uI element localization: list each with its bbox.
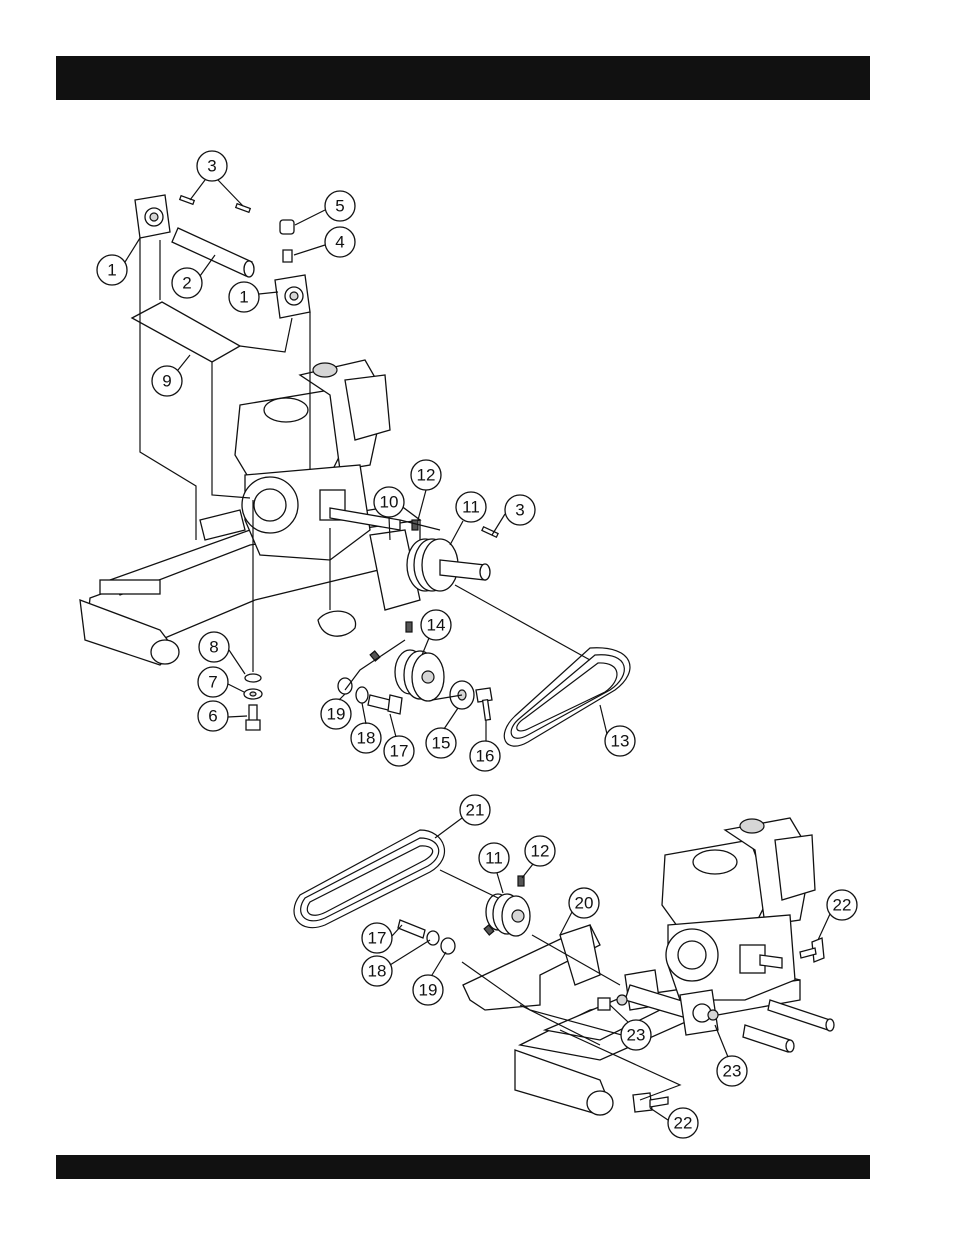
svg-text:13: 13 xyxy=(611,732,630,751)
upper-assembly xyxy=(80,195,630,746)
callout-21: 21 xyxy=(460,795,490,825)
callout-3a: 3 xyxy=(197,151,227,181)
callout-9: 9 xyxy=(152,366,182,396)
callout-14: 14 xyxy=(421,610,451,640)
callout-19a: 19 xyxy=(321,699,351,729)
svg-text:19: 19 xyxy=(419,981,438,1000)
callout-18a: 18 xyxy=(351,723,381,753)
callout-20: 20 xyxy=(569,888,599,918)
callout-5: 5 xyxy=(325,191,355,221)
callout-7: 7 xyxy=(198,667,228,697)
callout-12a: 12 xyxy=(411,460,441,490)
callout-13: 13 xyxy=(605,726,635,756)
svg-text:18: 18 xyxy=(368,962,387,981)
svg-text:5: 5 xyxy=(335,197,344,216)
cover-plate xyxy=(132,302,240,362)
svg-text:20: 20 xyxy=(575,894,594,913)
callout-23b: 23 xyxy=(717,1056,747,1086)
callout-15: 15 xyxy=(426,728,456,758)
svg-text:8: 8 xyxy=(209,638,218,657)
callout-23a: 23 xyxy=(621,1020,651,1050)
svg-text:3: 3 xyxy=(207,157,216,176)
callout-17b: 17 xyxy=(362,923,392,953)
callout-8: 8 xyxy=(199,632,229,662)
svg-text:23: 23 xyxy=(723,1062,742,1081)
callout-11b: 11 xyxy=(479,843,509,873)
svg-text:3: 3 xyxy=(515,501,524,520)
pulley-upper xyxy=(407,539,490,591)
svg-text:2: 2 xyxy=(182,274,191,293)
callout-4: 4 xyxy=(325,227,355,257)
svg-text:10: 10 xyxy=(380,493,399,512)
callout-1b: 1 xyxy=(229,282,259,312)
svg-text:1: 1 xyxy=(239,288,248,307)
callout-6: 6 xyxy=(198,701,228,731)
svg-text:14: 14 xyxy=(427,616,446,635)
svg-text:7: 7 xyxy=(208,673,217,692)
svg-text:4: 4 xyxy=(335,233,344,252)
svg-text:1: 1 xyxy=(107,261,116,280)
callout-18b: 18 xyxy=(362,956,392,986)
svg-text:21: 21 xyxy=(466,801,485,820)
callout-3b: 3 xyxy=(505,495,535,525)
svg-text:12: 12 xyxy=(531,842,550,861)
svg-text:9: 9 xyxy=(162,372,171,391)
svg-text:23: 23 xyxy=(627,1026,646,1045)
v-belts-lower xyxy=(294,830,444,928)
callout-11a: 11 xyxy=(456,492,486,522)
svg-text:17: 17 xyxy=(390,742,409,761)
callout-16: 16 xyxy=(470,741,500,771)
idler-pulley xyxy=(395,650,444,701)
callout-12b: 12 xyxy=(525,836,555,866)
engine-lower xyxy=(662,818,815,1000)
svg-text:22: 22 xyxy=(833,896,852,915)
svg-text:11: 11 xyxy=(485,849,503,868)
callout-2: 2 xyxy=(172,268,202,298)
svg-text:12: 12 xyxy=(417,466,436,485)
svg-text:19: 19 xyxy=(327,705,346,724)
svg-text:6: 6 xyxy=(208,707,217,726)
callout-17a: 17 xyxy=(384,736,414,766)
callout-22a: 22 xyxy=(827,890,857,920)
callout-10: 10 xyxy=(374,487,404,517)
svg-text:17: 17 xyxy=(368,929,387,948)
callout-1a: 1 xyxy=(97,255,127,285)
svg-text:16: 16 xyxy=(476,747,495,766)
svg-text:22: 22 xyxy=(674,1114,693,1133)
svg-text:18: 18 xyxy=(357,729,376,748)
svg-text:11: 11 xyxy=(462,498,480,517)
callout-19b: 19 xyxy=(413,975,443,1005)
callout-22b: 22 xyxy=(668,1108,698,1138)
svg-text:15: 15 xyxy=(432,734,451,753)
